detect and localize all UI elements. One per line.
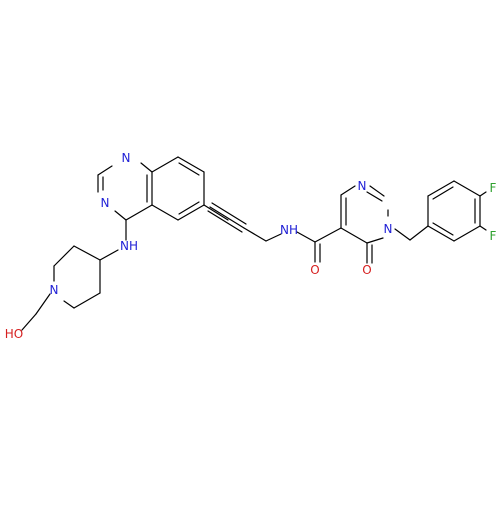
atom-n-pyrimidine-1: N <box>358 179 367 193</box>
bond-nh-piperidine <box>99 249 119 261</box>
propynyl-linker <box>203 202 282 242</box>
atom-nh-amide: NH <box>280 223 298 237</box>
atom-n-pyrimidine-3: N <box>384 222 393 236</box>
quinazoline-benzo-ring <box>151 156 205 221</box>
atom-f-1: F <box>490 181 497 195</box>
atom-o-amide: O <box>310 263 319 277</box>
atom-f-2: F <box>490 229 497 243</box>
atom-ho: HO <box>5 327 23 341</box>
difluorophenyl-ring <box>427 180 487 242</box>
pyrimidinone-ring <box>340 185 389 264</box>
atom-n-piperidine: N <box>50 283 59 297</box>
benzyl-linker <box>394 225 429 241</box>
atom-n-quinazoline-3: N <box>101 196 110 210</box>
atom-n-quinazoline-1: N <box>122 151 131 165</box>
hydroxyethyl-chain <box>21 293 51 331</box>
atom-o-pyrimidinone: O <box>362 263 371 277</box>
quinazoline-pyrimidine-ring <box>97 162 153 221</box>
amide-group <box>296 227 342 263</box>
atom-nh-amine: NH <box>120 239 138 253</box>
piperidine-ring <box>53 245 101 309</box>
